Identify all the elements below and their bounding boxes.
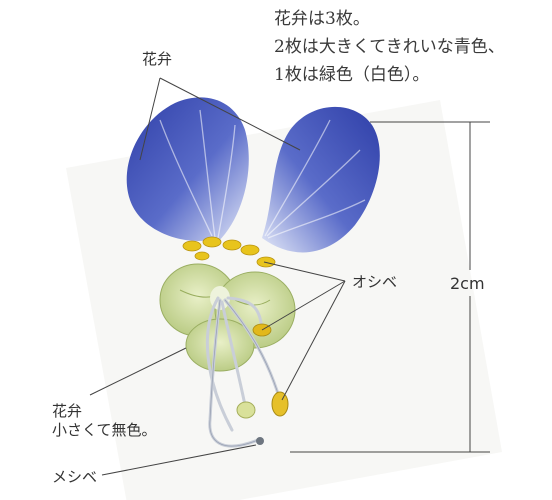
petal-label: 花弁: [142, 50, 173, 68]
upper-anthers: [182, 236, 276, 268]
dimension-label: 2cm: [450, 274, 485, 293]
leader-lines: [89, 77, 346, 476]
lower-anthers: [236, 391, 289, 419]
blue-petal-right: [262, 106, 380, 253]
petal-veins: [159, 109, 366, 239]
blue-petal-left: [126, 97, 249, 243]
pistil-label: メシベ: [52, 468, 98, 486]
small-petal-label-line-2: 小さくて無色。: [52, 420, 157, 439]
filament-outline: [209, 299, 281, 447]
small-petal-label: 花弁 小さくて無色。: [52, 402, 157, 440]
description-text: 花弁は3枚。 2枚は大きくてきれいな青色、 1枚は緑色（白色）。: [274, 5, 505, 89]
description-line-2: 2枚は大きくてきれいな青色、: [274, 37, 505, 57]
small-petal-label-line-1: 花弁: [52, 402, 83, 420]
description-line-3: 1枚は緑色（白色）。: [274, 65, 430, 85]
stamen-label: オシベ: [352, 273, 398, 291]
description-line-1: 花弁は3枚。: [274, 9, 370, 29]
stigma: [256, 437, 264, 445]
dimension-marker: [290, 121, 490, 453]
